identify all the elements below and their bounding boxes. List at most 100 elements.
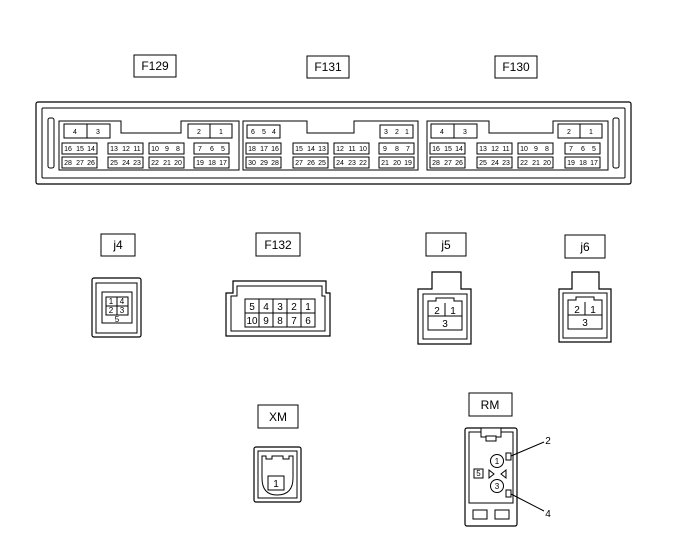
f131-pin: 27	[295, 160, 303, 167]
f129-pin: 1	[219, 129, 223, 136]
f130-pin: 26	[455, 160, 463, 167]
f130-pin: 1	[589, 129, 593, 136]
j4-label-box: j4	[100, 233, 136, 257]
f129-pin: 2	[197, 129, 201, 136]
f131-label-box: F131	[306, 55, 350, 79]
f131-pin: 7	[406, 146, 410, 153]
f130-pin: 24	[491, 160, 499, 167]
f131-pin: 15	[295, 146, 303, 153]
f131-pin: 28	[271, 160, 279, 167]
f131-pin: 24	[336, 160, 344, 167]
f132-pin: 9	[263, 316, 269, 327]
f129-pin: 14	[87, 146, 95, 153]
f129-pin: 4	[73, 129, 77, 136]
f129-pin: 27	[76, 160, 84, 167]
f129-pin: 3	[96, 129, 100, 136]
f131-pin: 1	[405, 129, 409, 136]
f129-pin: 7	[198, 146, 202, 153]
f130-pin: 8	[545, 146, 549, 153]
f129-label-box: F129	[133, 54, 177, 78]
f131-pin: 25	[318, 160, 326, 167]
f129-pin: 5	[221, 146, 225, 153]
f131-label: F131	[314, 60, 342, 74]
f130-pin: 3	[463, 129, 467, 136]
f130-pin: 20	[543, 160, 551, 167]
rm-pin: 3	[495, 482, 500, 491]
f129-pin: 28	[64, 160, 72, 167]
f131-pin: 3	[384, 129, 388, 136]
f131-pin: 8	[395, 146, 399, 153]
f132-label-box: F132	[255, 232, 301, 257]
f132-pin: 8	[277, 316, 283, 327]
f130-pin: 10	[520, 146, 528, 153]
f132-pin: 2	[291, 302, 297, 313]
f130-pin: 18	[579, 160, 587, 167]
rm-callout: 4	[545, 509, 551, 520]
f129-pin: 12	[122, 146, 130, 153]
f131-pin: 14	[307, 146, 315, 153]
f132-pin: 7	[291, 316, 297, 327]
f130-pin: 12	[491, 146, 499, 153]
f130-pin: 4	[440, 129, 444, 136]
f130-pin: 25	[479, 160, 487, 167]
f130-pin: 17	[590, 160, 598, 167]
j6-pin: 1	[590, 305, 596, 316]
f131-pin: 19	[404, 160, 412, 167]
f132-pin: 4	[263, 302, 269, 313]
f131-pin: 20	[393, 160, 401, 167]
f132-connector: 5 4 3 2 1 10 9 8 7 6	[225, 280, 331, 337]
f130-pin: 14	[455, 146, 463, 153]
f131-pin: 17	[260, 146, 268, 153]
j6-pin: 2	[574, 305, 580, 316]
rm-connector: 1 3 5 2 4	[464, 427, 551, 527]
f129-pin: 25	[110, 160, 118, 167]
xm-connector: 1	[253, 446, 302, 503]
j6-label: j6	[579, 240, 590, 254]
f130-pin: 5	[592, 146, 596, 153]
f129-pin: 10	[151, 146, 159, 153]
f132-pin: 1	[305, 302, 311, 313]
f131-pin: 11	[348, 146, 355, 153]
f129-pin: 8	[176, 146, 180, 153]
f130-pin: 28	[432, 160, 440, 167]
f132-pin: 3	[277, 302, 283, 313]
f131-pin: 6	[251, 129, 255, 136]
rm-label: RM	[481, 398, 500, 412]
j5-label: j5	[440, 238, 451, 252]
j5-pin: 2	[434, 306, 440, 317]
xm-label-box: XM	[257, 404, 299, 429]
j5-label-box: j5	[425, 232, 467, 257]
f129-pin: 9	[165, 146, 169, 153]
f131-pin: 29	[260, 160, 268, 167]
f131-pin: 4	[272, 129, 276, 136]
f129-pin: 11	[133, 146, 140, 153]
f129-label: F129	[141, 59, 169, 73]
j4-pin: 4	[120, 297, 125, 306]
rm-callout: 2	[545, 436, 551, 447]
j4-pin: 1	[109, 297, 114, 306]
f129-pins: 4 3 2 1 16 15 14 13 12 11 10 9 8 7 6 5 2…	[61, 123, 233, 169]
f132-label: F132	[264, 238, 292, 252]
f131-pin: 21	[381, 160, 389, 167]
j5-pin: 1	[450, 306, 456, 317]
f130-pins: 4 3 2 1 16 15 14 13 12 11 10 9 8 7 6 5 2…	[429, 123, 603, 169]
j6-label-box: j6	[564, 234, 606, 259]
j4-pin: 3	[120, 306, 125, 315]
f129-pin: 23	[133, 160, 141, 167]
xm-label: XM	[269, 410, 287, 424]
f131-pin: 18	[248, 146, 256, 153]
f130-pin: 15	[444, 146, 452, 153]
f130-label: F130	[502, 60, 530, 74]
f131-pins: 6 5 4 3 2 1 18 17 16 15 14 13 12 11 10 9…	[245, 124, 415, 169]
xm-pin: 1	[273, 479, 279, 490]
f131-pin: 13	[318, 146, 326, 153]
f130-pin: 19	[567, 160, 575, 167]
f132-pin: 5	[249, 302, 255, 313]
f129-pin: 6	[210, 146, 214, 153]
f130-pin: 16	[432, 146, 440, 153]
rm-label-box: RM	[468, 392, 513, 417]
j5-connector: 2 1 3	[417, 271, 472, 345]
rm-pin: 1	[495, 457, 500, 466]
f132-pin: 10	[246, 316, 258, 327]
